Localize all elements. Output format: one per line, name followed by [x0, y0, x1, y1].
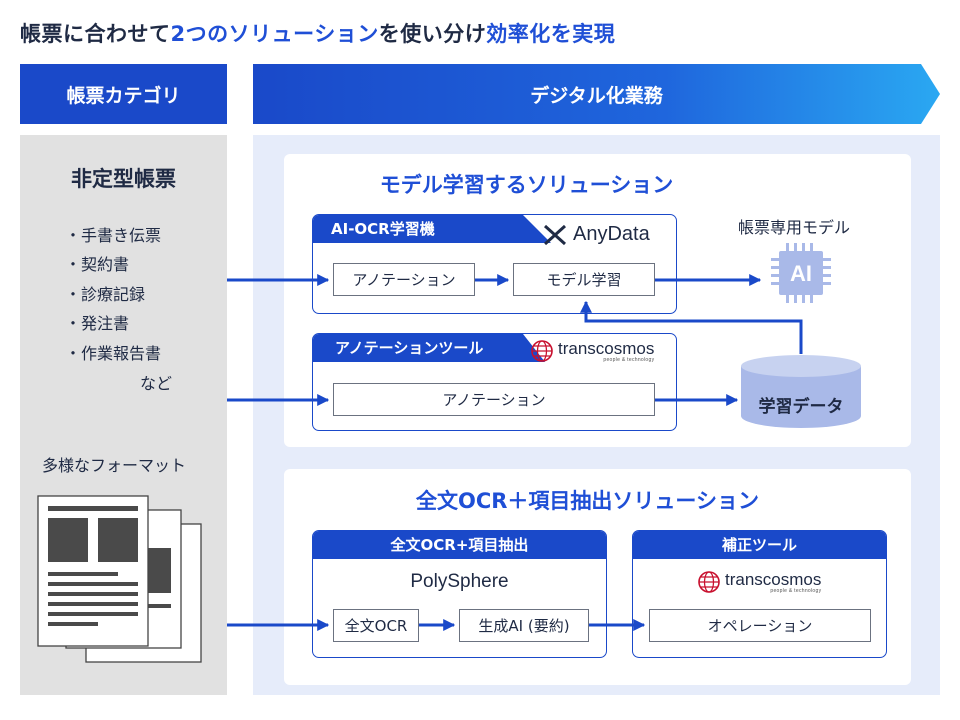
digitalization-header: デジタル化業務 — [253, 64, 940, 124]
doc-item-medical-record: ・診療記録 — [65, 285, 146, 304]
title-part-3: を使い分け — [378, 22, 487, 46]
globe-icon — [698, 571, 720, 593]
arrow-db-to-learning — [580, 300, 803, 354]
globe-icon — [531, 340, 553, 362]
operation-step: オペレーション — [649, 609, 871, 642]
doc-item-handwritten-slip: ・手書き伝票 — [65, 226, 162, 245]
header-arrow-shape — [253, 64, 940, 124]
ai-chip-text: AI — [790, 261, 812, 286]
digitalization-header-label: デジタル化業務 — [530, 84, 663, 107]
full-ocr-step: 全文OCR — [333, 609, 419, 642]
polysphere-logo: PolySphere — [410, 571, 509, 592]
model-learning-title: モデル学習するソリューション — [379, 173, 674, 197]
transcosmos-brand-text: transcosmos — [725, 569, 822, 589]
anydata-logo: AnyData — [543, 223, 650, 246]
generative-ai-summary-step: 生成AI (要約) — [459, 609, 589, 642]
transcosmos-logo-1: transcosmos people & technology — [530, 339, 654, 363]
title-part-1: 帳票に合わせて — [20, 22, 171, 46]
annotation-tool-step: アノテーション — [333, 383, 655, 416]
ai-ocr-learning-header: AI-OCR学習機 — [313, 215, 676, 243]
page-title: 帳票に合わせて2つのソリューションを使い分け効率化を実現 — [20, 18, 615, 48]
document-stack-icon — [37, 495, 202, 663]
doc-item-etc: など — [140, 374, 173, 393]
model-learning-step: モデル学習 — [513, 263, 655, 296]
doc-item-purchase-order: ・発注書 — [65, 314, 130, 333]
training-data-database-icon — [741, 355, 861, 428]
doc-item-contract: ・契約書 — [65, 255, 130, 274]
annotation-tool-header-label: アノテーションツール — [335, 339, 484, 357]
transcosmos-logo-2: transcosmos people & technology — [697, 570, 821, 594]
title-part-2: 2つのソリューション — [170, 22, 379, 46]
transcosmos-tagline: people & technology — [603, 356, 655, 363]
doc-item-work-report: ・作業報告書 — [65, 344, 162, 363]
training-data-label: 学習データ — [758, 397, 844, 417]
correction-tool-header: 補正ツール — [633, 531, 886, 559]
form-specific-model-label: 帳票専用モデル — [738, 218, 851, 237]
anydata-brand-text: AnyData — [573, 223, 650, 245]
ai-ocr-learning-header-label: AI-OCR学習機 — [331, 220, 435, 238]
ai-chip-icon: AI — [771, 243, 831, 303]
transcosmos-brand-text: transcosmos — [558, 338, 655, 358]
full-ocr-extraction-header: 全文OCR+項目抽出 — [313, 531, 606, 559]
annotation-tool-header: アノテーションツール — [313, 334, 676, 362]
annotation-step: アノテーション — [333, 263, 475, 296]
title-part-4: 効率化を実現 — [486, 22, 616, 46]
anydata-x-icon — [543, 224, 567, 245]
transcosmos-tagline: people & technology — [770, 587, 822, 594]
ocr-extraction-title: 全文OCR＋項目抽出ソリューション — [415, 489, 759, 513]
unstructured-forms-title: 非定型帳票 — [71, 167, 176, 191]
various-formats-label: 多様なフォーマット — [42, 456, 187, 475]
category-header: 帳票カテゴリ — [20, 64, 227, 124]
